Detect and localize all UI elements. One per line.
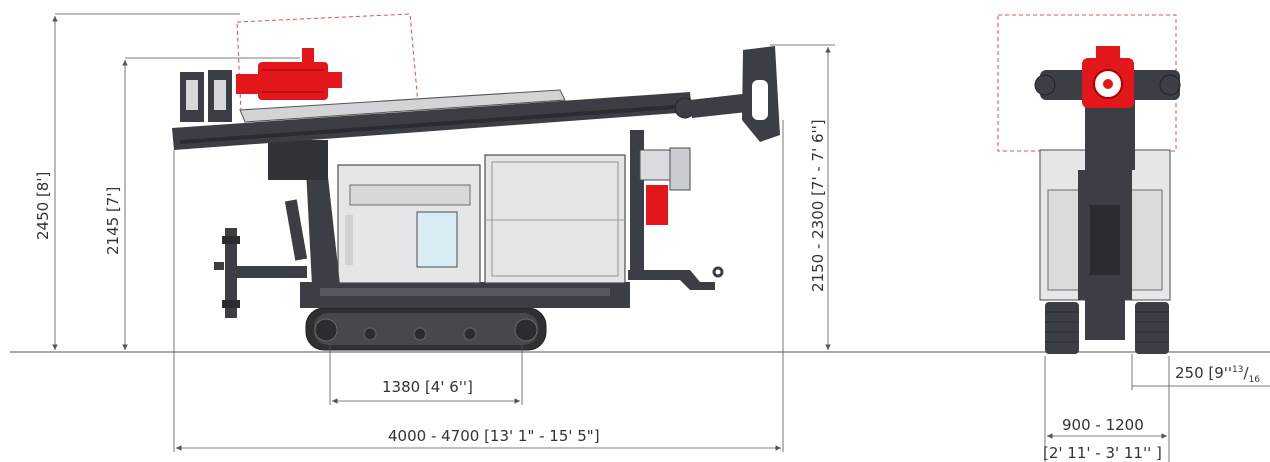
mast-boom (172, 89, 696, 150)
label-track-width-imperial: [2' 11' - 3' 11'' ] (1043, 444, 1162, 462)
dim-mast-height: 2145 [7'] (104, 57, 300, 350)
label-ground-clearance: 250 [9''13/16 (1175, 364, 1260, 385)
dim-overall-length: 4000 - 4700 [13' 1" - 15' 5"] (173, 120, 784, 452)
label-mast-height: 2145 [7'] (104, 187, 122, 255)
engine-housing (337, 154, 626, 284)
rotary-head-front-red (1082, 46, 1134, 108)
rotary-head-red (236, 48, 342, 100)
side-view (172, 13, 780, 351)
side-window (416, 211, 458, 268)
dim-ground-clearance: 250 [9''13/16 (1131, 354, 1270, 390)
dim-max-height: 2450 [8'] (34, 13, 240, 350)
rear-stabilizer (214, 228, 307, 318)
dim-track-width: 900 - 1200 [2' 11' - 3' 11'' ] (1043, 356, 1170, 462)
front-hitch (628, 270, 715, 290)
label-track-length: 1380 [4' 6''] (382, 378, 473, 396)
label-track-width: 900 - 1200 (1062, 416, 1144, 434)
front-lift-arm (690, 46, 780, 142)
left-track-front (1045, 302, 1079, 354)
label-max-height: 2450 [8'] (34, 172, 52, 240)
rod-clamps (180, 70, 232, 122)
label-overall-length: 4000 - 4700 [13' 1" - 15' 5"] (388, 427, 600, 445)
right-track-front (1135, 302, 1169, 354)
crawler-track-side (305, 307, 547, 351)
front-view (997, 14, 1181, 354)
hydraulic-block-red (646, 185, 668, 225)
dim-mast-range: 2150 - 2300 [7' - 7' 6''] (770, 44, 835, 350)
dim-track-length: 1380 [4' 6''] (329, 340, 523, 405)
label-mast-range: 2150 - 2300 [7' - 7' 6''] (809, 119, 827, 292)
